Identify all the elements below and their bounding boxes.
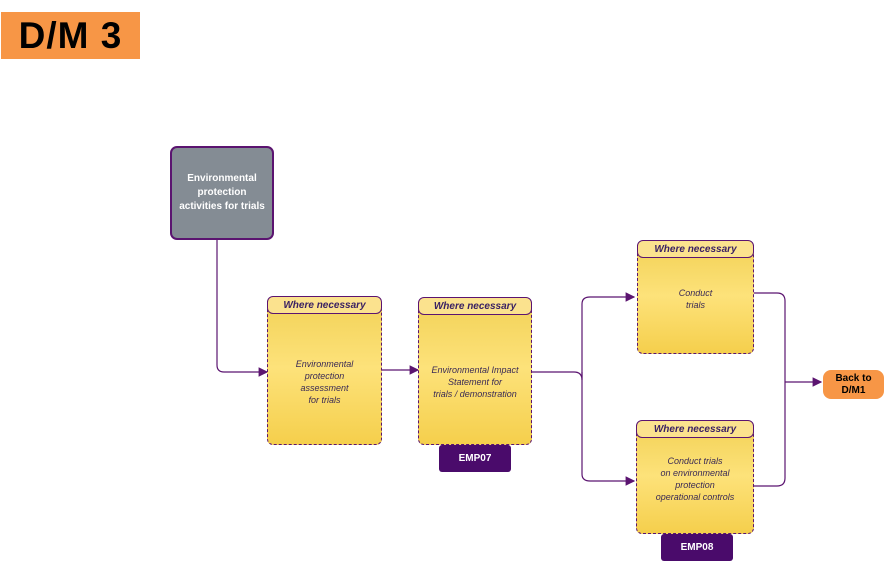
emp07-badge[interactable]: EMP07 (439, 445, 511, 472)
emp08-badge[interactable]: EMP08 (661, 534, 733, 561)
step-environmental-assessment[interactable]: Where necessary Environmental protection… (267, 296, 382, 445)
page-title: D/M 3 (1, 12, 140, 59)
where-necessary-header: Where necessary (267, 296, 382, 314)
where-necessary-header: Where necessary (637, 240, 754, 258)
arrow-eis-to-conduct-operational (581, 372, 636, 486)
step-text: Environmental Impact Statement for trial… (418, 305, 532, 445)
arrow-eis-to-conduct (532, 292, 636, 381)
step-conduct-trials-operational-controls[interactable]: Where necessary Conduct trials on enviro… (636, 420, 754, 534)
step-text: Conduct trials (637, 248, 754, 354)
step-text: Environmental protection assessment for … (267, 304, 382, 445)
step-environmental-impact-statement[interactable]: Where necessary Environmental Impact Sta… (418, 297, 532, 445)
line-operational-to-merge (754, 382, 786, 487)
step-text: Conduct trials on environmental protecti… (636, 428, 754, 534)
where-necessary-header: Where necessary (636, 420, 754, 438)
step-conduct-trials[interactable]: Where necessary Conduct trials (637, 240, 754, 354)
arrow-start-to-assessment (216, 240, 269, 377)
start-environmental-protection-activities[interactable]: Environmental protection activities for … (170, 146, 274, 240)
where-necessary-header: Where necessary (418, 297, 532, 315)
back-to-dm1-button[interactable]: Back to D/M1 (823, 370, 884, 399)
line-conduct-to-merge (754, 292, 786, 382)
